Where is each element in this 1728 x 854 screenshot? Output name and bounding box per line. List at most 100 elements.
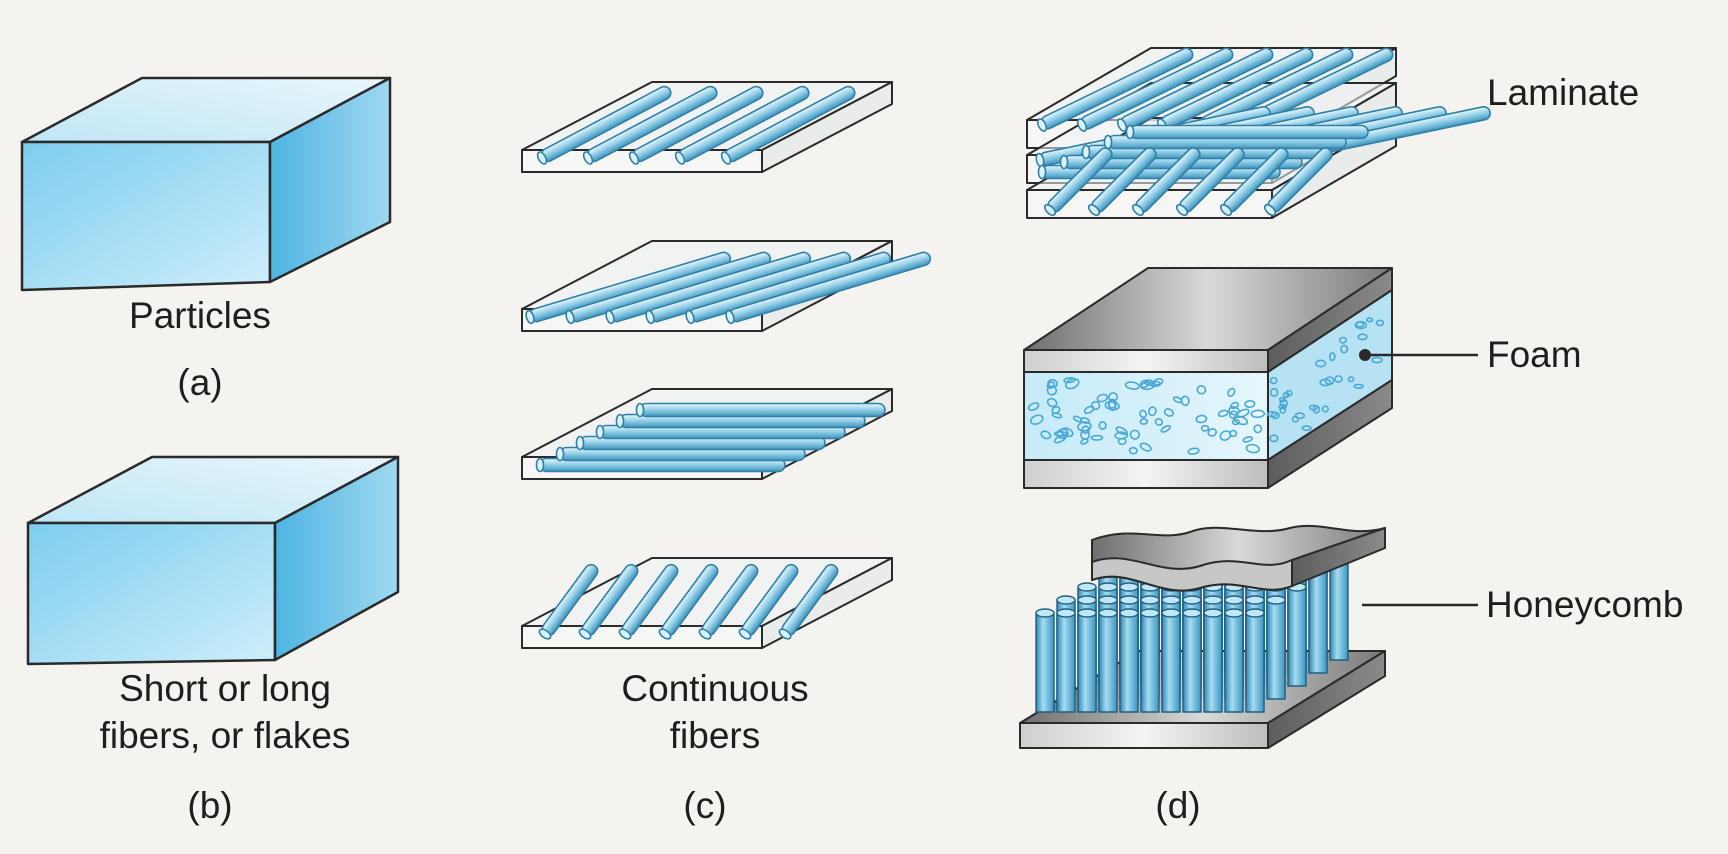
foam-cell — [1139, 442, 1152, 452]
foam-cell — [1353, 383, 1364, 389]
foam-cell — [1027, 402, 1040, 411]
honeycomb-cell — [1140, 612, 1160, 713]
foam-leader-dot — [1359, 349, 1371, 361]
foam-cell — [1051, 405, 1061, 415]
foam-cell — [1056, 428, 1069, 439]
plate-fibers — [525, 251, 932, 325]
honeycomb-cell — [1224, 612, 1244, 713]
panel-b-caption-line2: fibers, or flakes — [99, 715, 351, 756]
foam-cell — [1269, 387, 1279, 398]
fiber — [1125, 124, 1369, 140]
foam-cell — [1072, 415, 1083, 423]
foam-cell — [1046, 397, 1058, 408]
foam-cell — [1244, 399, 1256, 409]
fiber — [618, 563, 679, 640]
foam-cell — [1124, 381, 1141, 390]
foam-cell — [1245, 443, 1260, 454]
honeycomb-cell-top — [1224, 608, 1244, 618]
honeycomb-cell-top — [1119, 582, 1139, 592]
panel-a-caption: Particles — [129, 295, 271, 336]
foam-cell — [1312, 405, 1321, 414]
plate-fibers — [535, 402, 886, 473]
honeycomb-cell-top — [1140, 595, 1160, 605]
foam-cell — [1371, 356, 1383, 364]
fiber — [1116, 47, 1274, 132]
plate-fibers — [536, 85, 856, 165]
honeycomb-cell-top — [1098, 595, 1118, 605]
honeycomb-cell-top — [1119, 595, 1139, 605]
foam-cell — [1354, 320, 1368, 330]
foam-cell — [1321, 405, 1329, 413]
fiber — [575, 435, 826, 451]
fiber — [725, 251, 932, 325]
foam-cell — [1347, 376, 1355, 383]
fiber — [635, 402, 886, 418]
honeycomb-cell-top — [1056, 595, 1076, 605]
foam-cell — [1128, 446, 1138, 455]
foam-cell — [1231, 418, 1240, 426]
panel-c-letter: (c) — [683, 785, 727, 826]
foam-cell — [1334, 375, 1343, 383]
plate-fibers — [538, 563, 839, 640]
honeycomb-cell-top — [1203, 595, 1223, 605]
particles-block — [20, 76, 392, 292]
foam-cell — [1338, 336, 1347, 344]
honeycomb-cell-top — [1161, 595, 1181, 605]
foam-cell — [1139, 379, 1150, 389]
honeycomb-cell-top — [1182, 595, 1202, 605]
foam-cell — [1250, 409, 1266, 419]
foam-cell — [1357, 333, 1368, 341]
foam-cell — [1279, 399, 1289, 408]
fiber — [1175, 147, 1245, 217]
fiber — [1131, 147, 1201, 217]
honeycomb-cell-top — [1098, 582, 1118, 592]
fiber — [778, 563, 839, 640]
fiber — [1036, 47, 1194, 132]
honeycomb-cell — [1266, 599, 1286, 700]
foam-label: Foam — [1487, 334, 1582, 375]
laminate-stack — [1026, 47, 1491, 219]
foam-cell — [1365, 317, 1374, 323]
fiber — [538, 563, 599, 640]
honeycomb-cell — [1287, 586, 1307, 687]
foam-cell — [1196, 385, 1207, 395]
honeycomb-cell-top — [1077, 595, 1097, 605]
honeycomb-cell-top — [1245, 608, 1265, 618]
foam-cell — [1148, 406, 1157, 417]
fiber — [595, 424, 846, 440]
fiber — [1263, 147, 1333, 217]
fiber — [578, 563, 639, 640]
panel-c-caption-line1: Continuous — [621, 668, 809, 709]
foam-cell — [1029, 414, 1044, 425]
honeycomb-cell-top — [1056, 608, 1076, 618]
fiber — [628, 85, 764, 165]
foam-cell — [1269, 434, 1279, 443]
honeycomb-cell-top — [1161, 608, 1181, 618]
foam-cell — [1117, 437, 1127, 446]
foam-cell — [1329, 352, 1336, 362]
honeycomb-cell — [1056, 612, 1076, 713]
foam-cell — [1235, 408, 1250, 419]
foam-cell — [1098, 421, 1107, 430]
fiber — [1076, 47, 1234, 132]
foam-cell — [1242, 436, 1253, 443]
foam-cell — [1046, 381, 1056, 389]
foam-cell — [1160, 424, 1171, 433]
panel-c-caption-line2: fibers — [669, 715, 761, 756]
fiber — [582, 85, 718, 165]
honeycomb-cell — [1161, 612, 1181, 713]
foam-cell — [1227, 387, 1236, 398]
fiber — [720, 85, 856, 165]
honeycomb-cell-top — [1245, 595, 1265, 605]
laminate-label: Laminate — [1487, 72, 1640, 113]
foam-cell — [1143, 379, 1155, 386]
foam-cell — [1285, 389, 1293, 397]
laminate-fibers — [1035, 47, 1491, 217]
honeycomb-cell — [1245, 612, 1265, 713]
foam-cell — [1319, 378, 1332, 387]
honeycomb-sandwich — [1019, 524, 1386, 749]
honeycomb-cell-top — [1203, 608, 1223, 618]
foam-cell — [1077, 421, 1092, 432]
fiber — [536, 85, 672, 165]
